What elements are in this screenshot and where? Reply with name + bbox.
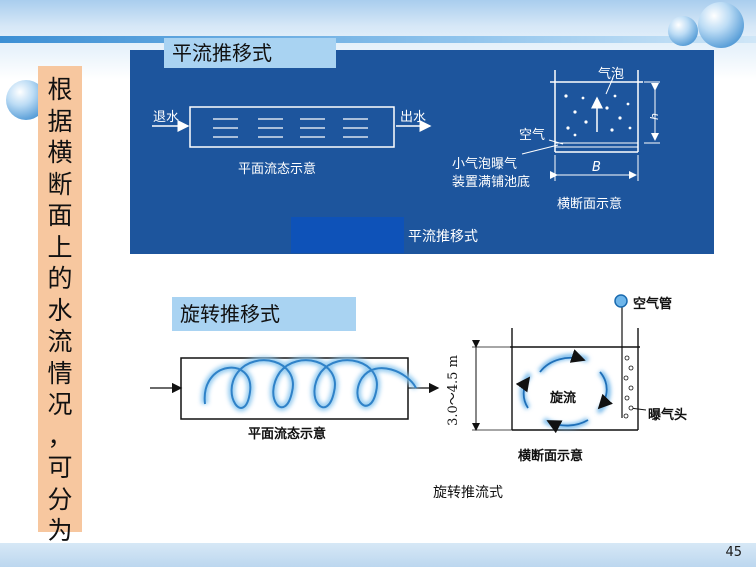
air-label: 空气 — [519, 128, 546, 143]
width-symbol: B — [592, 160, 601, 175]
plan-caption: 平面流态示意 — [238, 162, 317, 177]
sidebar-text: 根 据 横 断 面 上 的 水 流 情 况 ， 可 分 为 — [47, 75, 73, 545]
section2-caption: 旋转推流式 — [433, 485, 503, 501]
air-pipe-icon — [614, 294, 628, 308]
height-symbol: h — [647, 113, 661, 120]
aerator-leader — [521, 144, 559, 155]
aerator-bubbles — [623, 355, 634, 419]
spiral-flow — [201, 356, 420, 412]
decor-sphere-large — [698, 2, 744, 48]
spiral-plan-caption: 平面流态示意 — [248, 427, 327, 442]
header-stripe — [0, 36, 756, 43]
depth-label: 3.0～4.5 m — [445, 355, 461, 426]
bubbles — [564, 94, 632, 137]
section1-caption: 平流推移式 — [408, 229, 478, 245]
bubble-label: 气泡 — [598, 67, 625, 82]
air-pipe-label: 空气管 — [633, 297, 673, 312]
spiral-flow-plan-diagram — [150, 356, 440, 420]
air-leader — [548, 139, 564, 145]
spiral-flow-cross-section — [472, 294, 647, 434]
sidebar-box: 根 据 横 断 面 上 的 水 流 情 况 ， 可 分 为 — [38, 66, 82, 545]
spiral-cross-caption: 横断面示意 — [518, 449, 584, 464]
inlet-label: 退水 — [153, 110, 180, 125]
decor-sphere-small — [668, 16, 698, 46]
page-number: 45 — [725, 545, 742, 560]
cross-caption: 横断面示意 — [557, 197, 623, 212]
spiral-vortex-arrows — [515, 349, 613, 434]
flow-lines — [213, 118, 368, 138]
aerator-head-label: 曝气头 — [648, 408, 688, 423]
section2-title: 旋转推移式 — [172, 297, 356, 331]
spiral-label: 旋流 — [550, 391, 577, 406]
section1-title: 平流推移式 — [164, 38, 336, 68]
footer-band — [0, 543, 756, 567]
header-band — [0, 0, 756, 38]
plan-tank-outline — [189, 106, 395, 148]
caption-box — [291, 217, 404, 253]
plug-flow-cross-section — [521, 70, 660, 181]
bubble-leader — [605, 77, 614, 95]
aerator-label-line2: 装置满铺池底 — [452, 175, 531, 190]
outlet-label: 出水 — [400, 110, 427, 125]
plug-flow-plan-diagram — [152, 106, 432, 148]
aerator-label-line1: 小气泡曝气 — [452, 157, 518, 172]
